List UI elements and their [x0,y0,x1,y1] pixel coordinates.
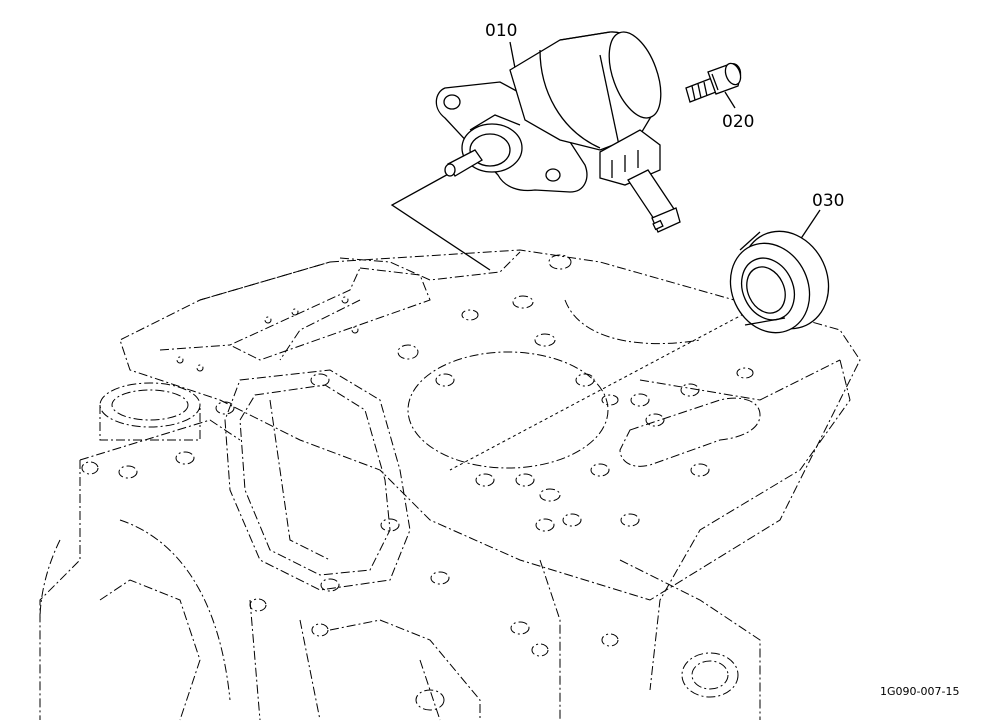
part-label-030: 030 [812,191,844,211]
part-010-solenoid [435,31,681,233]
reference-code: 1G090-007-15 [880,685,959,698]
part-030-seal [729,230,830,334]
part-020-bolt [685,62,742,103]
part-label-020: 020 [722,112,754,132]
gasket-holes [397,254,754,532]
leader-lines [390,41,821,471]
engine-block [39,249,861,721]
part-label-010: 010 [485,21,517,41]
